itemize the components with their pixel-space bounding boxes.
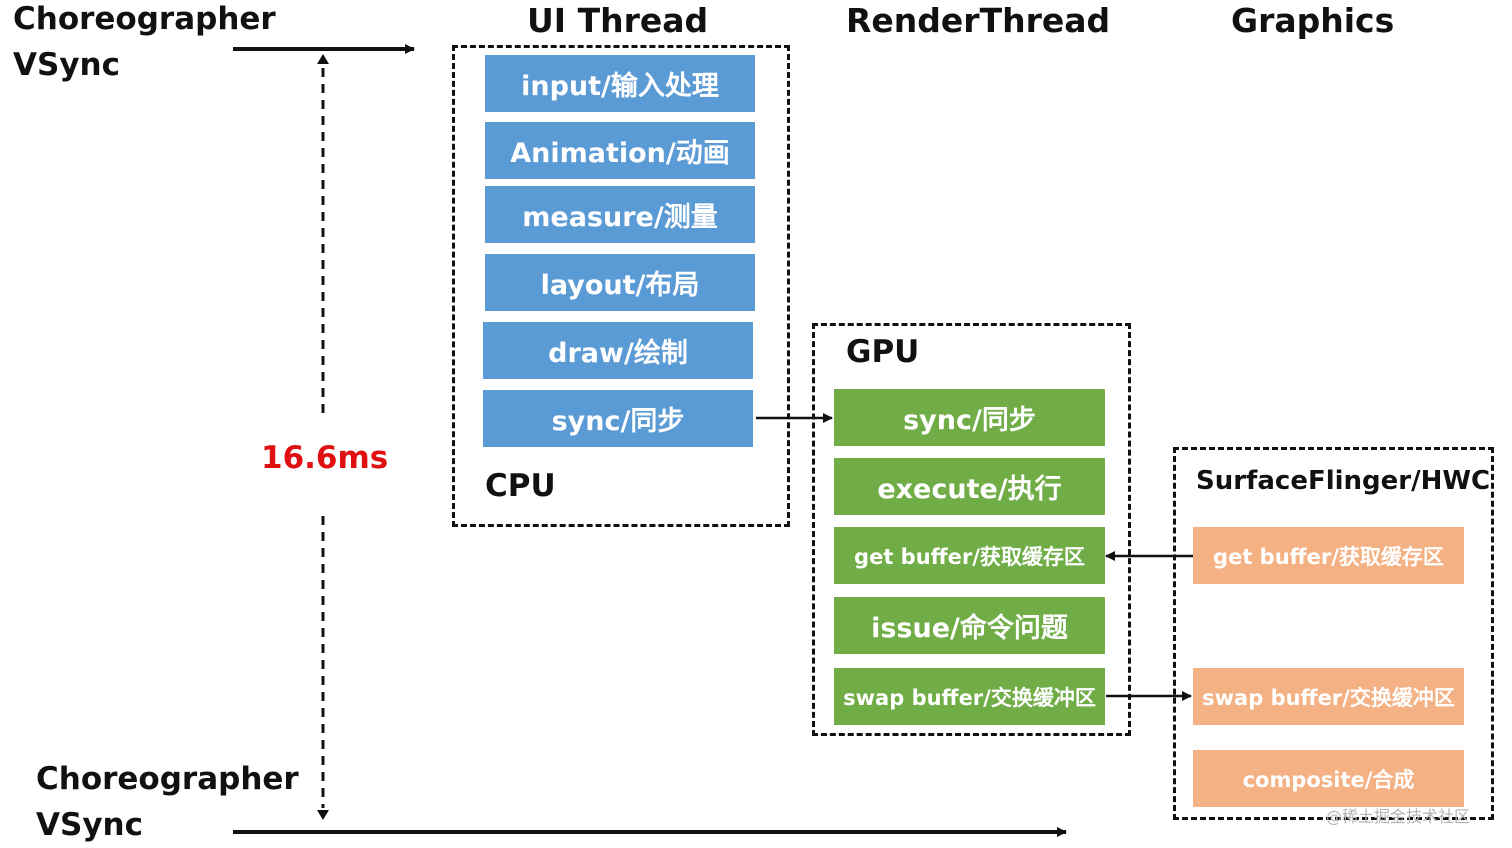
cpu-step-animation: Animation/动画: [485, 122, 755, 179]
gpu-step-swap-buffer: swap buffer/交换缓冲区: [834, 668, 1105, 725]
gpu-step-issue: issue/命令问题: [834, 597, 1105, 654]
vsync-top-line2: VSync: [13, 47, 120, 83]
frame-duration-arrow-down: [317, 810, 329, 820]
cpu-step-input: input/输入处理: [485, 55, 755, 112]
ui-thread-title: UI Thread: [527, 1, 709, 40]
gpu-step-sync: sync/同步: [834, 389, 1105, 446]
sf-step-composite: composite/合成: [1193, 750, 1464, 807]
vsync-top-line1: Choreographer: [13, 1, 276, 37]
gpu-cluster: [812, 323, 1131, 736]
cpu-title: CPU: [485, 468, 556, 504]
cpu-step-measure: measure/测量: [485, 186, 755, 243]
surfaceflinger-cluster: [1173, 447, 1494, 820]
vsync-top-label: Choreographer VSync: [13, 0, 276, 88]
graphics-title: Graphics: [1231, 1, 1395, 40]
vsync-bottom-line1: Choreographer: [36, 761, 299, 797]
render-thread-title: RenderThread: [846, 1, 1111, 40]
gpu-step-execute: execute/执行: [834, 458, 1105, 515]
cpu-step-sync: sync/同步: [483, 390, 753, 447]
vsync-bottom-line2: VSync: [36, 807, 143, 843]
gpu-title: GPU: [846, 334, 920, 370]
watermark-text: @稀土掘金技术社区: [1326, 807, 1471, 826]
frame-duration-arrow-up: [317, 54, 329, 64]
sf-step-swap-buffer: swap buffer/交换缓冲区: [1193, 668, 1464, 725]
vsync-bottom-label: Choreographer VSync: [36, 756, 299, 848]
gpu-step-get-buffer: get buffer/获取缓存区: [834, 527, 1105, 584]
cpu-step-layout: layout/布局: [485, 254, 755, 311]
sf-step-get-buffer: get buffer/获取缓存区: [1193, 527, 1464, 584]
cpu-cluster: [452, 45, 790, 527]
cpu-step-draw: draw/绘制: [483, 322, 753, 379]
surfaceflinger-title: SurfaceFlinger/HWC: [1196, 466, 1491, 496]
frame-duration-label: 16.6ms: [261, 440, 389, 476]
